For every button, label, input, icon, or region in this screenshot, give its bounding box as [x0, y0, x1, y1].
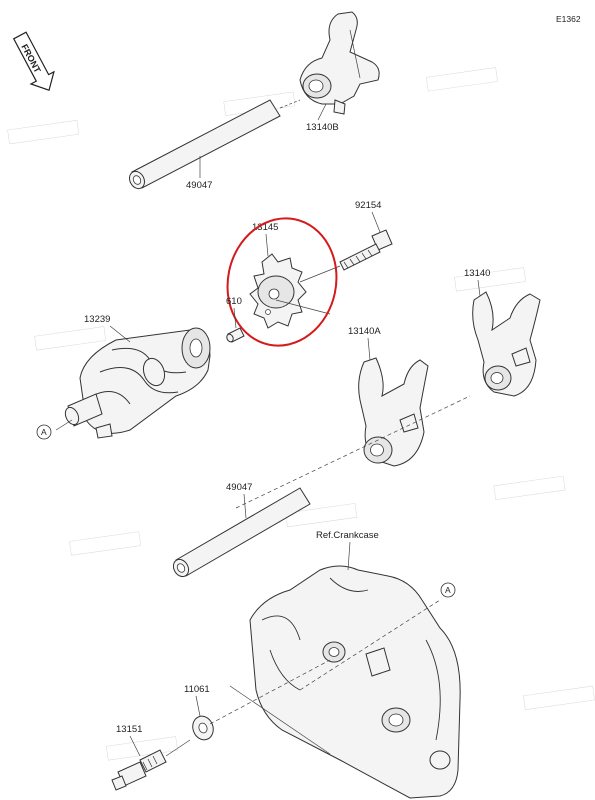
shift-rod-49047-mid: [172, 487, 311, 578]
shift-fork-13140B: [299, 11, 380, 115]
part-label-13140B: 13140B: [306, 122, 339, 133]
part-label-13140: 13140: [464, 268, 490, 279]
shift-fork-13140: [472, 291, 541, 397]
diagram-code: E1362: [556, 14, 581, 24]
bolt-92154: [299, 229, 393, 283]
ref-crankcase-label: Ref.Crankcase: [316, 530, 379, 541]
callout-a-left-label: A: [41, 427, 47, 437]
callout-a-left: [36, 424, 52, 440]
callout-a-right: [440, 582, 456, 598]
crankcase: [249, 565, 461, 799]
part-label-92154: 92154: [355, 200, 381, 211]
highlight-circle: [226, 217, 338, 347]
washer-11061: [192, 715, 214, 741]
part-label-13239: 13239: [84, 314, 110, 325]
part-label-13140A: 13140A: [348, 326, 381, 337]
part-label-13151: 13151: [116, 724, 142, 735]
part-label-11061: 11061: [184, 684, 210, 695]
shift-fork-13140A: [358, 357, 429, 467]
part-label-610: 610: [226, 296, 242, 307]
shift-drum-13239: [64, 327, 211, 439]
dowel-pin-610: [226, 327, 245, 343]
part-label-49047-mid: 49047: [226, 482, 252, 493]
shift-drum-cam-13145: [249, 253, 331, 329]
front-arrow: FRONT: [12, 31, 55, 92]
callout-a-right-label: A: [445, 585, 451, 595]
part-label-49047-top: 49047: [186, 180, 212, 191]
part-label-13145: 13145: [252, 222, 278, 233]
neutral-switch-13151: [111, 739, 191, 791]
shift-rod-49047-top: [129, 99, 301, 190]
